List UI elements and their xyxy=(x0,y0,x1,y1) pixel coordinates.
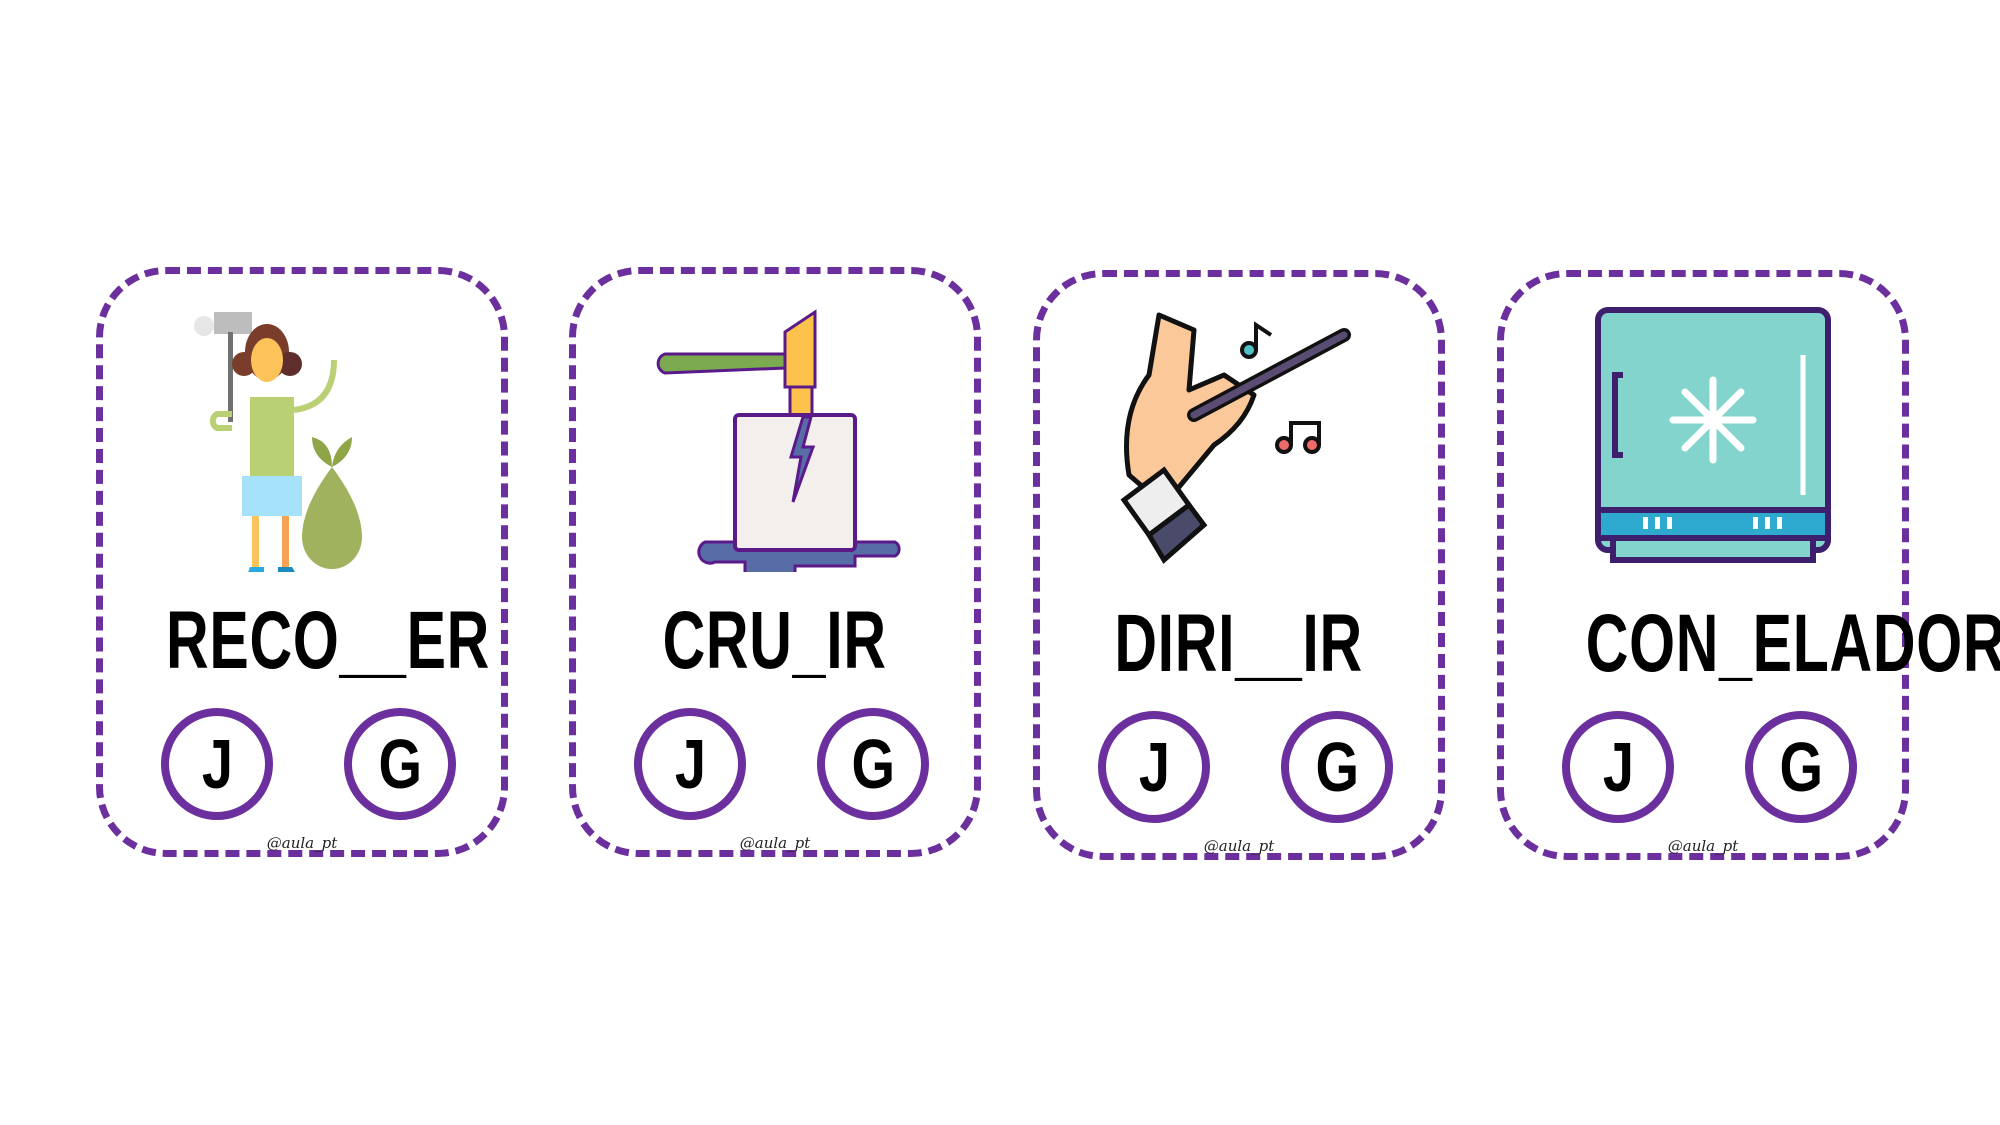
watermark: @aula_pt xyxy=(739,834,811,852)
word-puzzle: DIRI__IR xyxy=(1114,598,1364,689)
watermark: @aula_pt xyxy=(1203,837,1275,855)
card-congelador: CON_ELADOR J G @aula_pt xyxy=(1497,270,2000,860)
option-g-button[interactable]: G xyxy=(1281,711,1393,823)
freezer-icon xyxy=(1595,307,1831,563)
option-j-button[interactable]: J xyxy=(1098,711,1210,823)
option-g-button[interactable]: G xyxy=(1745,711,1857,823)
option-g-button[interactable]: G xyxy=(817,708,929,820)
option-g-button[interactable]: G xyxy=(344,708,456,820)
word-puzzle: RECO__ER xyxy=(166,595,491,686)
card-recoger: RECO__ER J G @aula_pt xyxy=(96,267,508,857)
card-dirigir: DIRI__IR J G @aula_pt xyxy=(1033,270,1445,860)
watermark: @aula_pt xyxy=(266,834,338,852)
watermark: @aula_pt xyxy=(1667,837,1739,855)
person-harvesting-icon xyxy=(194,312,362,572)
option-j-button[interactable]: J xyxy=(634,708,746,820)
word-puzzle: CON_ELADOR xyxy=(1585,598,2000,689)
axe-splitting-ice-icon xyxy=(656,309,901,572)
option-j-button[interactable]: J xyxy=(161,708,273,820)
option-j-button[interactable]: J xyxy=(1562,711,1674,823)
card-crujir: CRU_IR J G @aula_pt xyxy=(569,267,981,857)
word-puzzle: CRU_IR xyxy=(662,595,888,686)
conductor-hand-baton-icon xyxy=(1120,312,1351,564)
